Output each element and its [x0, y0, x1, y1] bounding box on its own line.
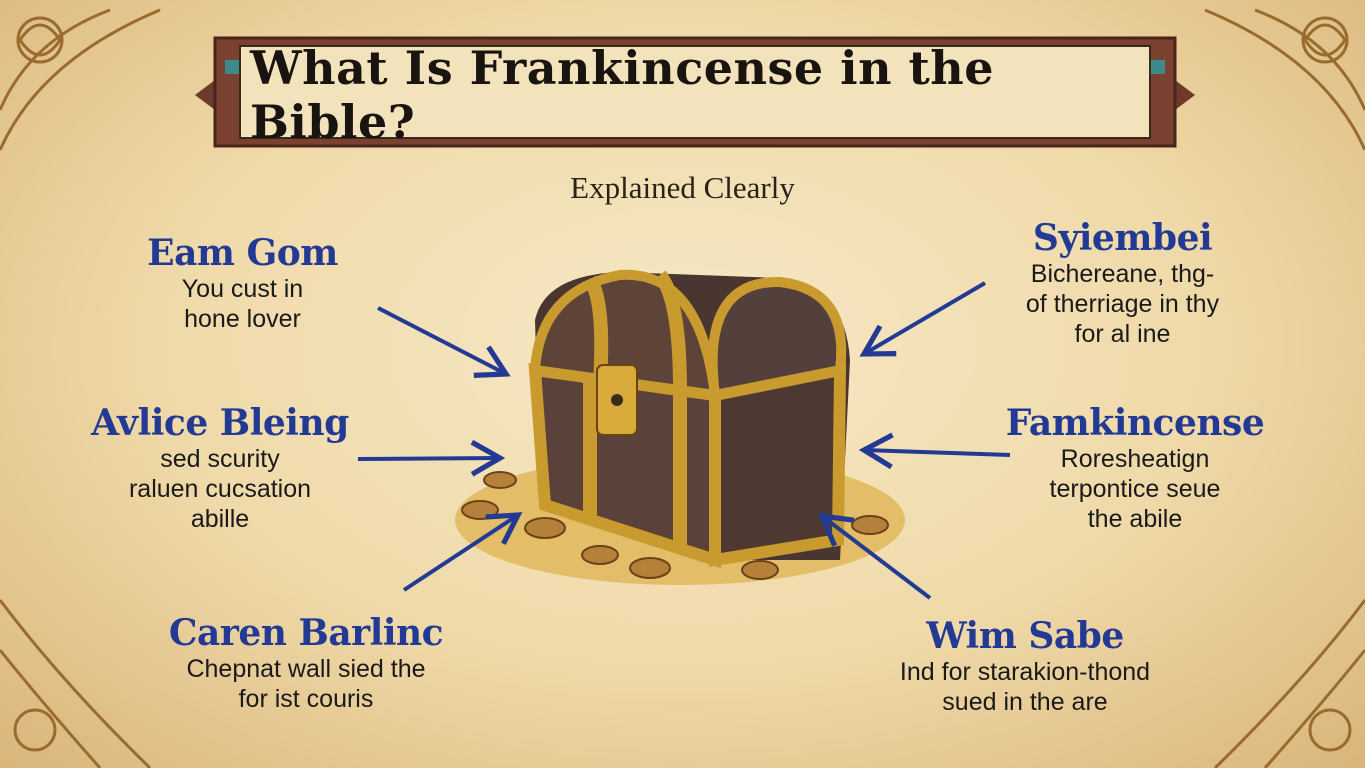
callout-text: the abile — [1087, 505, 1183, 533]
callout-text: terpontice seue — [1049, 475, 1221, 503]
callout-5: Famkincense Roresheatign terpontice seue… — [1005, 402, 1265, 534]
callout-heading: Eam Gom — [147, 232, 338, 274]
callout-heading: Syiembei — [1032, 217, 1213, 259]
callout-1: Eam Gom You cust in hone lover — [100, 232, 385, 334]
callout-text: Bichereane, thg- — [1030, 260, 1215, 288]
corner-ornament-top-left — [0, 8, 161, 151]
arrow-5 — [858, 432, 1011, 470]
treasure-chest-illustration — [455, 269, 905, 585]
callout-text: for ist couris — [238, 685, 374, 713]
corner-ornament-bottom-right — [1213, 599, 1365, 768]
callout-4: Syiembei Bichereane, thg- of therriage i… — [990, 217, 1255, 349]
corner-ornament-top-right — [1204, 8, 1365, 151]
callout-6: Wim Sabe Ind for starakion-thond sued in… — [865, 615, 1185, 717]
callout-text: of therriage in thy — [1025, 290, 1220, 318]
page-title: What Is Frankincense in the Bible? — [250, 41, 995, 149]
arrow-3 — [402, 512, 523, 592]
callout-text: sed scurity — [160, 445, 280, 473]
callout-heading: Wim Sabe — [926, 615, 1124, 657]
callout-text: sued in the are — [942, 688, 1108, 716]
callout-text: abille — [190, 505, 250, 533]
callout-heading: Famkincense — [1005, 402, 1265, 444]
callout-2: Avlice Bleing sed scurity raluen cucsati… — [80, 402, 360, 534]
callout-heading: Caren Barlinc — [168, 612, 444, 654]
callout-3: Caren Barlinc Chepnat wall sied the for … — [146, 612, 466, 714]
callout-text: for al ine — [1074, 320, 1171, 348]
arrow-4 — [859, 281, 987, 357]
arrow-6 — [817, 512, 932, 600]
callout-text: raluen cucsation — [128, 475, 312, 503]
callout-heading: Avlice Bleing — [91, 402, 349, 444]
title-banner — [195, 36, 1195, 148]
callout-text: Roresheatign — [1060, 445, 1210, 473]
subtitle: Explained Clearly — [570, 170, 795, 205]
callout-text: hone lover — [184, 305, 301, 333]
corner-ornament-bottom-left — [0, 599, 152, 768]
arrow-1 — [377, 306, 511, 378]
callout-text: Ind for starakion-thond — [899, 658, 1151, 686]
callout-text: You cust in — [181, 275, 304, 303]
arrow-2 — [357, 439, 506, 477]
callout-text: Chepnat wall sied the — [186, 655, 426, 683]
